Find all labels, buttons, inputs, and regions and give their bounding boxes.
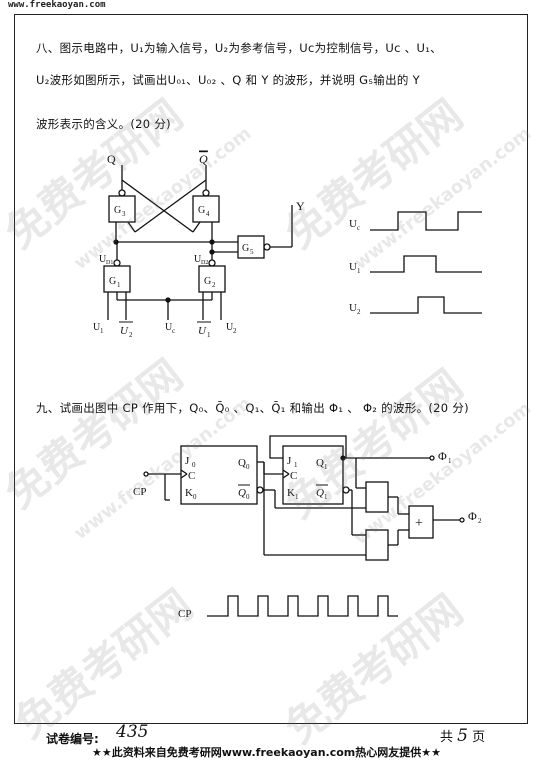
- label-qbar: Q: [199, 152, 208, 166]
- wave-label-u1-sub: 1: [357, 267, 361, 275]
- ff1-c: C: [290, 470, 297, 482]
- label-in-u2: U: [226, 322, 234, 333]
- ff0-k-sub: 0: [193, 493, 197, 501]
- page-count-total: 5: [457, 726, 468, 746]
- label-g1-sub: 1: [117, 281, 121, 289]
- footer-banner: ★★此资料来自免费考研网www.freekaoyan.com热心网友提供★★: [92, 746, 441, 759]
- ff0-qbar: Q: [238, 487, 246, 499]
- waveform-uc: [370, 211, 482, 231]
- label-g3: G: [114, 205, 121, 216]
- label-g4: G: [198, 205, 205, 216]
- label-g2: G: [204, 276, 211, 287]
- ff1-q: Q: [316, 457, 324, 469]
- ff0-qbar-sub: 0: [246, 493, 250, 501]
- ff1-k-sub: 1: [295, 493, 299, 501]
- watermark-cn-4: 免费考研网: [276, 360, 472, 528]
- label-u02: U: [194, 254, 202, 265]
- ff0-c: C: [188, 470, 195, 482]
- label-q: Q: [107, 152, 116, 166]
- ff0-qbar-bubble: [256, 486, 264, 494]
- label-in-u2bar: U: [120, 325, 129, 337]
- label-in-u1: U: [93, 322, 101, 333]
- ff1-j: J: [287, 455, 292, 467]
- flipflop-0: [180, 445, 258, 505]
- ff0-q-sub: 0: [246, 463, 250, 471]
- ff0-k: K: [185, 487, 193, 499]
- watermark-cn-3: 免费考研网: [0, 350, 192, 518]
- label-y: Y: [296, 199, 305, 213]
- wave-label-u2: U: [349, 302, 357, 314]
- waveform-u2: [370, 296, 482, 314]
- exam-page-frame: [14, 14, 528, 724]
- label-in-u1bar: U: [198, 325, 207, 337]
- ff1-j-sub: 1: [294, 461, 298, 469]
- cp-wave-label: CP: [178, 608, 191, 620]
- q8-line-2: U₂波形如图所示，试画出U₀₁、U₀₂ 、Q 和 Y 的波形，并说明 G₅输出的…: [36, 73, 420, 87]
- waveforms-q8: [370, 211, 482, 314]
- label-u02-sub: D2: [201, 260, 208, 266]
- exam-number-label: 试卷编号:: [46, 732, 99, 746]
- page-count-prefix: 共: [440, 730, 454, 745]
- label-in-uc: U: [165, 322, 173, 333]
- label-g5: G: [242, 243, 249, 254]
- circuit-2: [143, 435, 465, 561]
- label-phi1: Φ: [438, 449, 447, 463]
- label-g1: G: [109, 276, 116, 287]
- page-count: 共 5 页: [440, 726, 485, 746]
- waveform-u1: [370, 255, 482, 273]
- label-in-uc-sub: c: [172, 327, 175, 335]
- label-g5-sub: 5: [250, 248, 254, 256]
- label-g2-sub: 2: [212, 281, 216, 289]
- ff1-q-sub: 1: [324, 463, 328, 471]
- watermark-cn-1: 免费考研网: [0, 90, 192, 258]
- ff1-k: K: [287, 487, 295, 499]
- or-gate-symbol: +: [415, 516, 423, 531]
- wave-label-u2-sub: 2: [357, 308, 361, 316]
- circuit-1: [103, 165, 293, 320]
- waveform-cp: [207, 595, 398, 617]
- g2-bubble: [208, 259, 216, 267]
- ff0-q: Q: [238, 457, 246, 469]
- exam-number-value: 435: [116, 722, 149, 742]
- page-count-suffix: 页: [472, 730, 486, 745]
- label-in-u2bar-sub: 2: [129, 331, 133, 339]
- watermark-cn-5: 免费考研网: [6, 580, 202, 748]
- label-g3-sub: 3: [122, 210, 126, 218]
- label-in-u1-sub: 1: [100, 327, 104, 335]
- wave-label-uc-sub: c: [357, 224, 360, 232]
- wave-label-uc: U: [349, 218, 357, 230]
- or-gate: [408, 505, 434, 539]
- g5-bubble: [263, 243, 271, 251]
- g4-bubble: [202, 189, 210, 197]
- ff1-qbar: Q: [316, 487, 324, 499]
- label-phi2: Φ: [468, 509, 477, 523]
- label-g4-sub: 4: [206, 210, 210, 218]
- watermark-cn-2: 免费考研网: [276, 90, 472, 258]
- ff0-j-sub: 0: [192, 461, 196, 469]
- q8-line-1: 八、图示电路中，U₁为输入信号，U₂为参考信号，Uc为控制信号，Uc 、U₁、: [36, 41, 442, 55]
- label-u01-sub: D1: [106, 260, 113, 266]
- label-phi1-sub: 1: [448, 457, 452, 465]
- label-u01: U: [99, 254, 107, 265]
- q8-line-3: 波形表示的含义。(20 分): [36, 117, 171, 131]
- label-in-u2-sub: 2: [233, 327, 237, 335]
- label-cp-input: CP: [133, 486, 146, 498]
- watermark-layer: 免费考研网 免费考研网 免费考研网 免费考研网 免费考研网 免费考研网 www.…: [0, 90, 535, 753]
- site-url: www.freekaoyan.com: [8, 0, 106, 10]
- label-in-u1bar-sub: 1: [207, 331, 211, 339]
- flipflop-1: [282, 445, 344, 505]
- g1-bubble: [113, 259, 121, 267]
- q9-line-1: 九、试画出图中 CP 作用下，Q₀、Q̄₀ 、Q₁、Q̄₁ 和输出 Φ₁ 、 Φ…: [36, 401, 469, 415]
- gate-g4: [192, 195, 220, 223]
- g3-bubble: [118, 189, 126, 197]
- label-phi2-sub: 2: [478, 517, 482, 525]
- ff1-qbar-sub: 1: [324, 493, 328, 501]
- wave-label-u1: U: [349, 261, 357, 273]
- ff0-j: J: [185, 455, 190, 467]
